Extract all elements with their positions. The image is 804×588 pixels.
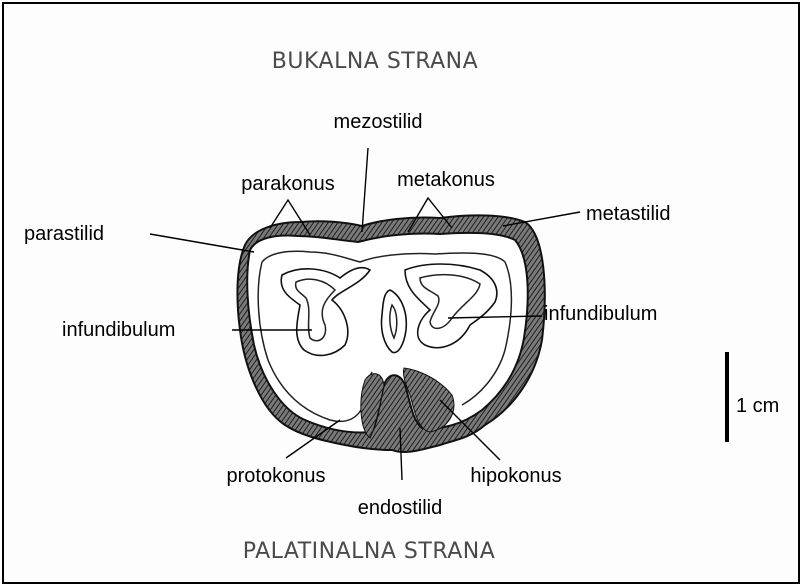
scale-bar-label: 1 cm <box>736 395 779 417</box>
leader-parastilid <box>150 234 254 252</box>
label-parastilid: parastilid <box>24 223 104 245</box>
label-parakonus: parakonus <box>241 173 334 195</box>
buccal-side-label: BUKALNA STRANA <box>272 49 478 74</box>
label-protokonus: protokonus <box>227 465 326 487</box>
label-infundibulum-right: infundibulum <box>544 303 657 325</box>
label-mezostilid: mezostilid <box>334 111 423 133</box>
label-hipokonus: hipokonus <box>470 465 561 487</box>
leader-mezostilid <box>362 148 368 232</box>
label-endostilid: endostilid <box>358 497 443 519</box>
palatal-side-label: PALATINALNA STRANA <box>243 539 496 564</box>
label-metastilid: metastilid <box>586 203 670 225</box>
label-infundibulum-left: infundibulum <box>62 319 175 341</box>
label-metakonus: metakonus <box>397 169 495 191</box>
